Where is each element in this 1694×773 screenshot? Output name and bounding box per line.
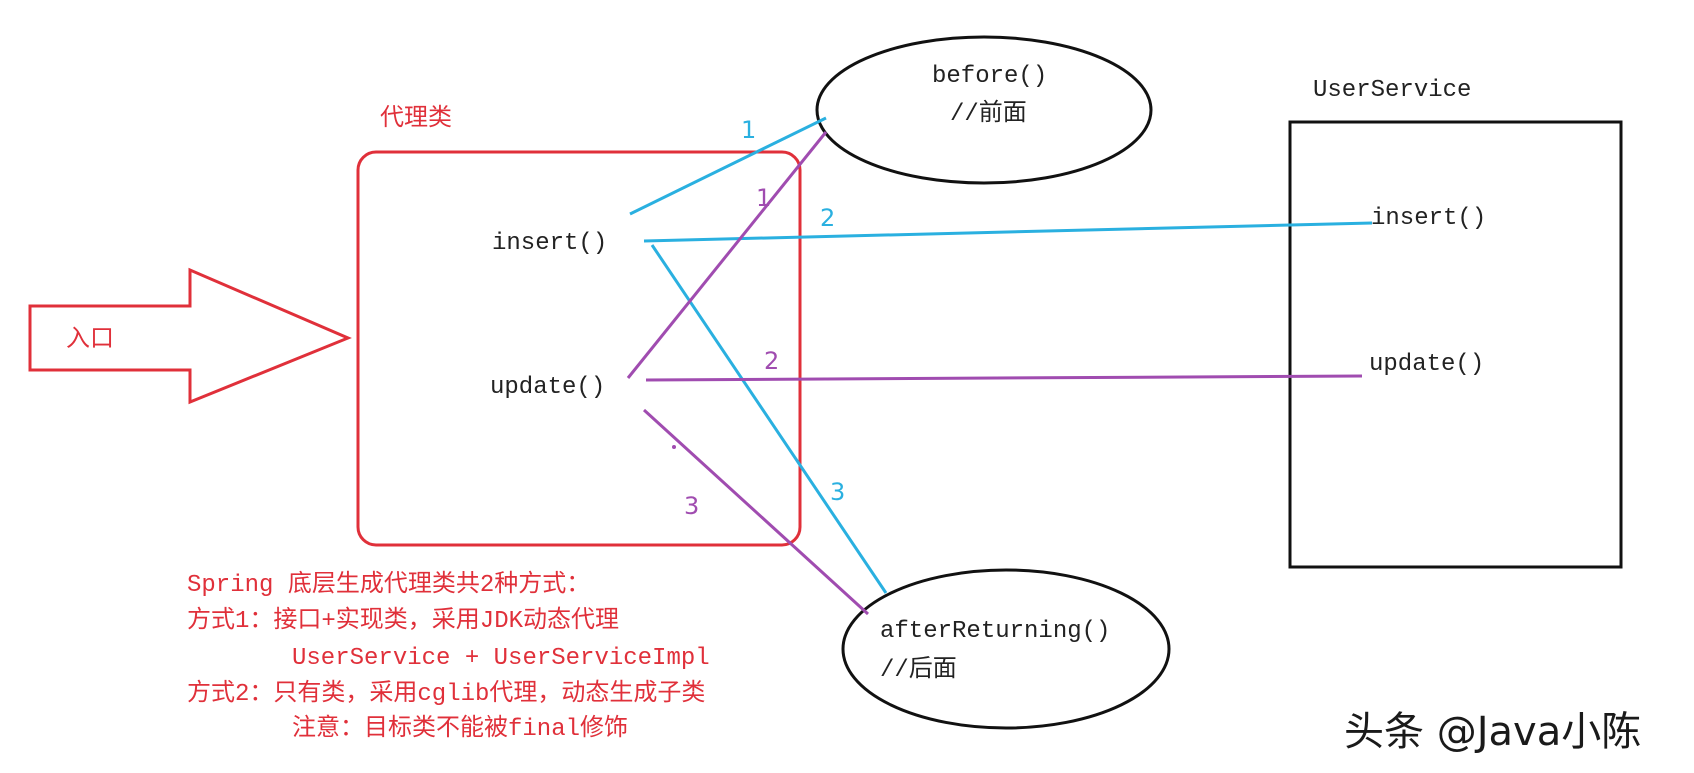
entry-arrow [28,267,352,405]
purple-flow-label-3: 3 [684,492,699,520]
note-line-5: 注意：目标类不能被final修饰 [292,714,628,743]
note-line-3: UserService + UserServiceImpl [292,645,710,672]
before-comment: //前面 [950,99,1027,128]
target-update-method: update() [1369,351,1484,378]
target-title: UserService [1313,77,1471,104]
blue-flow-label-1: 1 [741,116,756,144]
blue-flow-label-3: 3 [830,478,845,506]
note-line-1: Spring 底层生成代理类共2种方式： [187,570,590,599]
after-method: afterReturning() [880,618,1110,645]
proxy-class-box [356,150,802,547]
note-line-2: 方式1：接口+实现类，采用JDK动态代理 [187,606,619,635]
blue-flow-line-3 [650,244,888,594]
blue-flow-label-2: 2 [820,204,835,232]
entry-label: 入口 [66,324,114,352]
purple-flow-line-1 [626,131,828,379]
purple-flow-line-3 [642,408,870,616]
proxy-insert-method: insert() [492,230,607,257]
target-insert-method: insert() [1371,205,1486,232]
target-class-box [1288,120,1623,569]
blue-flow-line-1 [629,116,827,216]
purple-flow-line-2 [645,374,1363,382]
after-comment: //后面 [880,655,957,684]
proxy-update-method: update() [490,374,605,401]
watermark-text: 头条 @Java小陈 [1344,709,1641,755]
blue-flow-line-2 [643,221,1373,243]
purple-flow-label-1: 1 [756,184,771,212]
note-line-4: 方式2：只有类，采用cglib代理，动态生成子类 [187,679,705,708]
stray-dot [672,445,676,449]
after-advice-ellipse [841,568,1171,730]
purple-flow-label-2: 2 [764,347,779,375]
before-method: before() [932,63,1047,90]
proxy-title: 代理类 [380,103,452,131]
before-advice-ellipse [815,35,1153,185]
